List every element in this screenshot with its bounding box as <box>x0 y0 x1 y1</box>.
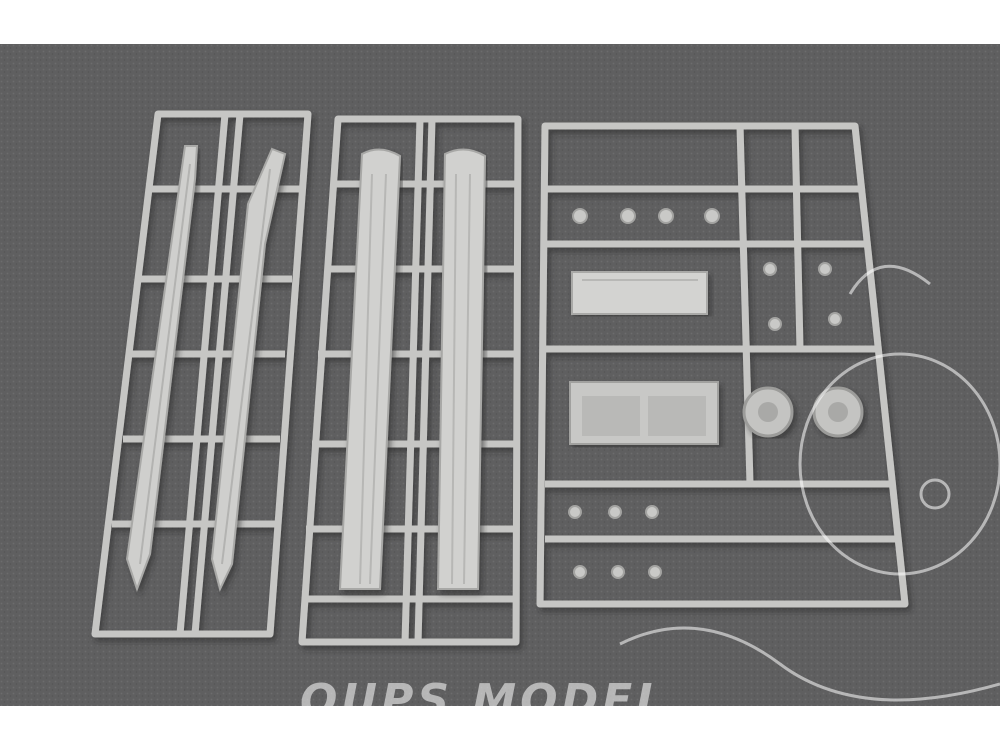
fender-part-left-b <box>210 147 287 592</box>
small-fittings <box>568 208 842 579</box>
watermark-mascot <box>619 264 1000 702</box>
panel-part-upper <box>571 271 708 315</box>
fender-part-left-a <box>125 145 199 593</box>
track-guard-part-a <box>338 148 402 590</box>
louvre-panel-part <box>569 381 719 445</box>
sprocket-wheel-part <box>742 386 864 438</box>
sprue-photograph <box>0 44 1000 706</box>
watermark-text: OUPS MODEL <box>300 675 669 726</box>
track-guard-part-b <box>436 148 487 590</box>
